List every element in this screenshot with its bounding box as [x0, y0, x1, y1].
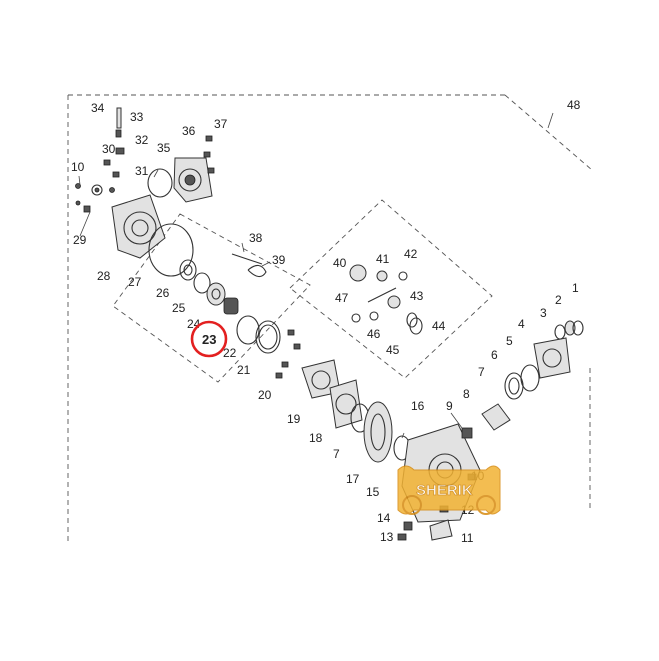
callout-40: 40: [333, 256, 347, 270]
callout-14: 14: [377, 511, 391, 525]
part-47-shaft: [367, 287, 397, 303]
callout-37: 37: [214, 117, 228, 131]
frame: [67, 94, 593, 545]
part-45-ring: [406, 312, 418, 328]
part-33-bolt: [115, 129, 122, 138]
callout-15: 15: [366, 485, 380, 499]
callout-26: 26: [156, 286, 170, 300]
callout-38: 38: [249, 231, 263, 245]
part-25-ring: [193, 272, 211, 294]
part-10-seal: [91, 184, 103, 196]
callout-31: 31: [135, 164, 149, 178]
callout-45: 45: [386, 343, 400, 357]
callout-30: 30: [102, 142, 116, 156]
part-3-washer: [554, 324, 566, 340]
part-1-nut: [572, 320, 584, 336]
part-13-bolt: [397, 533, 407, 541]
part-6-ring: [520, 364, 540, 392]
part-30-bolt: [103, 159, 111, 166]
callout-39: 39: [272, 253, 286, 267]
part-24-bearing: [206, 282, 226, 306]
part-38-shaft: [231, 253, 263, 265]
callout-8: 8: [463, 387, 470, 401]
part-46-washer: [369, 311, 379, 321]
callout-29: 29: [73, 233, 87, 247]
parts: [75, 107, 584, 541]
highlight-circle: [190, 320, 228, 358]
part-32-bolt: [115, 147, 125, 155]
part-29-bolt: [83, 205, 91, 213]
callout-13: 13: [380, 530, 394, 544]
part-37-bolt: [205, 135, 213, 142]
part-43-bearing: [387, 295, 401, 309]
callout-3: 3: [540, 306, 547, 320]
callout-1: 1: [572, 281, 579, 295]
part-17-ring-gear: [363, 401, 393, 463]
callout-19: 19: [287, 412, 301, 426]
callout-16: 16: [411, 399, 425, 413]
callout-44: 44: [432, 319, 446, 333]
callout-18: 18: [309, 431, 323, 445]
callout-43: 43: [410, 289, 424, 303]
part-21-ring: [255, 320, 281, 354]
part-7-ring-right: [504, 372, 524, 400]
watermark-logo: SHERIK: [397, 465, 501, 515]
callout-17: 17: [346, 472, 360, 486]
part-28-housing: [111, 194, 166, 259]
part-4-flange: [533, 337, 571, 379]
part-20-bolt: [287, 329, 295, 336]
callout-32: 32: [135, 133, 149, 147]
callout-35: 35: [157, 141, 171, 155]
callout-33: 33: [130, 110, 144, 124]
callout-25: 25: [172, 301, 186, 315]
callout-2: 2: [555, 293, 562, 307]
dashed-group-boxes: [112, 199, 493, 383]
part-41-gear: [376, 270, 388, 282]
part-39-fork: [247, 264, 267, 278]
part-18-plate: [329, 379, 363, 429]
part-2-washer: [564, 320, 576, 336]
watermark-text: SHERIK: [416, 482, 473, 499]
part-11-bracket: [429, 519, 453, 541]
callout-46: 46: [367, 327, 381, 341]
part-42-washer: [398, 271, 408, 281]
callout-20: 20: [258, 388, 272, 402]
callout-47: 47: [335, 291, 349, 305]
part-34-pin: [116, 107, 122, 129]
callout-42: 42: [404, 247, 418, 261]
part-27-o-ring: [148, 223, 194, 277]
callout-22: 22: [223, 346, 237, 360]
callout-21: 21: [237, 363, 251, 377]
part-23-bearing: [223, 297, 239, 315]
callout-28: 28: [97, 269, 111, 283]
callout-10-left: 10: [71, 160, 85, 174]
part-22-seal: [236, 315, 260, 345]
callout-9: 9: [446, 399, 453, 413]
leader-lines: [78, 112, 554, 439]
part-9-nut: [461, 427, 473, 439]
callout-41: 41: [376, 252, 390, 266]
part-40-gear: [349, 264, 367, 282]
callout-27: 27: [128, 275, 142, 289]
callout-6: 6: [491, 348, 498, 362]
part-35-gasket: [147, 168, 173, 198]
callout-34: 34: [91, 101, 105, 115]
callout-5: 5: [506, 334, 513, 348]
callout-11: 11: [461, 531, 474, 545]
part-31-bolt: [112, 171, 120, 178]
callout-labels: 1 2 3 4 5 6 7 7 8 9 10 11 12 13 14 15 16…: [71, 98, 581, 545]
callout-7-left: 7: [333, 447, 340, 461]
part-14-bolt: [403, 521, 413, 531]
callout-23: 23: [202, 332, 216, 347]
part-26-seal: [179, 259, 197, 281]
callout-7-right: 7: [478, 365, 485, 379]
callout-4: 4: [518, 317, 525, 331]
callout-36: 36: [182, 124, 196, 138]
part-8-pinion: [481, 403, 511, 431]
part-44-ring: [409, 317, 423, 335]
callout-48: 48: [567, 98, 581, 112]
